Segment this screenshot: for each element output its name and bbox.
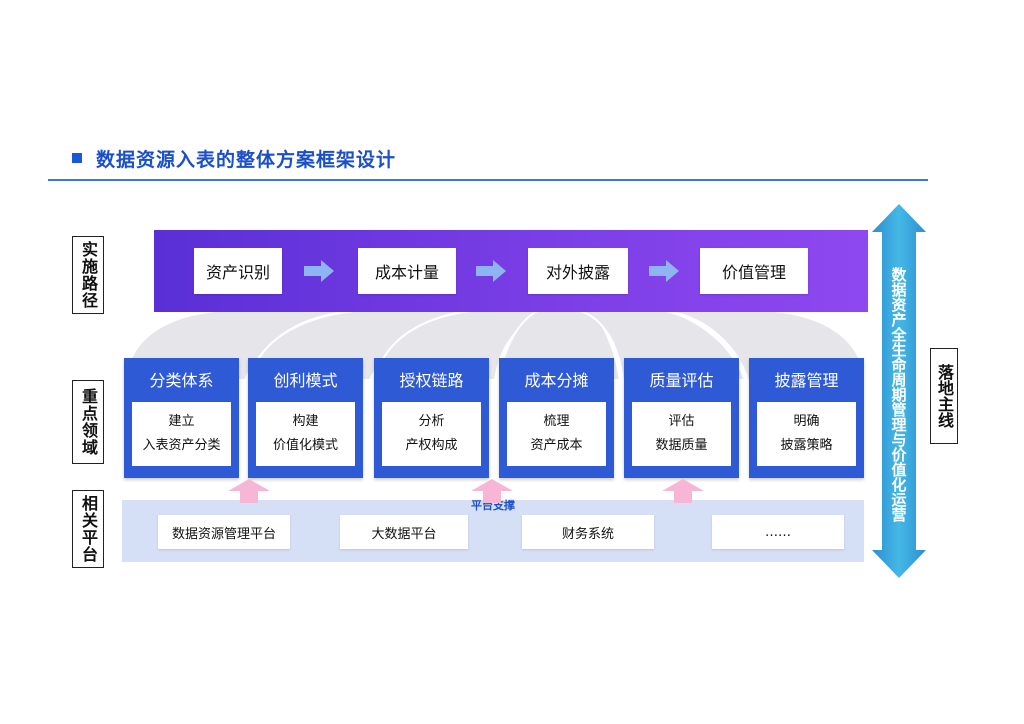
focus-area-cost-allocation: 成本分摊 梳理 资产成本 [499, 358, 614, 478]
focus-area-line: 披露策略 [780, 438, 833, 453]
focus-area-line: 构建 [292, 414, 319, 429]
platform-item: 数据资源管理平台 [158, 515, 290, 549]
focus-area-heading: 创利模式 [273, 371, 338, 390]
focus-area-line: 明确 [793, 414, 820, 429]
title-bar: 数据资源入表的整体方案框架设计 [72, 143, 396, 173]
path-band: 资产识别 成本计量 对外披露 价值管理 [154, 230, 868, 312]
title-bullet [72, 153, 82, 163]
up-arrow-icon [471, 479, 513, 503]
row-label-platform: 相关平台 [72, 490, 104, 568]
row-label-focus: 重点领域 [72, 380, 104, 464]
focus-area-line: 梳理 [543, 414, 570, 429]
focus-area-line: 分析 [418, 414, 445, 429]
up-arrow-icon [228, 479, 270, 503]
focus-area-heading: 披露管理 [774, 371, 839, 390]
path-step-2: 成本计量 [358, 248, 456, 294]
focus-area-line: 数据质量 [655, 438, 708, 453]
focus-area-heading: 授权链路 [399, 371, 464, 390]
focus-area-body: 构建 价值化模式 [256, 402, 355, 466]
focus-area-disclosure: 披露管理 明确 披露策略 [749, 358, 864, 478]
focus-area-quality: 质量评估 评估 数据质量 [624, 358, 739, 478]
platform-item: 大数据平台 [340, 515, 468, 549]
platform-support-label: 平台支撑 [471, 499, 515, 512]
right-arrow-icon [304, 260, 334, 282]
focus-area-authorization: 授权链路 分析 产权构成 [374, 358, 489, 478]
focus-area-body: 明确 披露策略 [757, 402, 856, 466]
focus-area-profit-model: 创利模式 构建 价值化模式 [248, 358, 363, 478]
focus-area-classification: 分类体系 建立 入表资产分类 [124, 358, 239, 478]
mainline-label: 落地主线 [930, 348, 958, 444]
path-step-3: 对外披露 [528, 248, 628, 294]
path-step-4: 价值管理 [700, 248, 808, 294]
row-label-path: 实施路径 [72, 236, 104, 314]
page-title: 数据资源入表的整体方案框架设计 [96, 148, 397, 171]
focus-area-line: 入表资产分类 [142, 438, 221, 453]
focus-area-heading: 分类体系 [149, 371, 214, 390]
lifecycle-double-arrow-icon [872, 204, 926, 578]
focus-area-body: 梳理 资产成本 [507, 402, 606, 466]
title-divider [48, 179, 928, 181]
focus-area-line: 价值化模式 [272, 438, 338, 453]
focus-area-line: 产权构成 [405, 438, 458, 453]
right-arrow-icon [476, 260, 506, 282]
focus-area-heading: 成本分摊 [524, 371, 589, 390]
focus-area-body: 评估 数据质量 [632, 402, 731, 466]
platform-item: …… [712, 515, 844, 549]
path-step-1: 资产识别 [194, 248, 282, 294]
focus-area-line: 建立 [168, 414, 195, 429]
focus-area-heading: 质量评估 [649, 371, 714, 390]
focus-area-line: 评估 [668, 414, 695, 429]
lifecycle-label: 数据资产全生命周期管理与价值化运营 [889, 266, 908, 522]
focus-area-body: 建立 入表资产分类 [132, 402, 231, 466]
platform-item: 财务系统 [522, 515, 654, 549]
up-arrow-icon [662, 479, 704, 503]
focus-area-body: 分析 产权构成 [382, 402, 481, 466]
right-arrow-icon [649, 260, 679, 282]
focus-area-line: 资产成本 [530, 438, 583, 453]
